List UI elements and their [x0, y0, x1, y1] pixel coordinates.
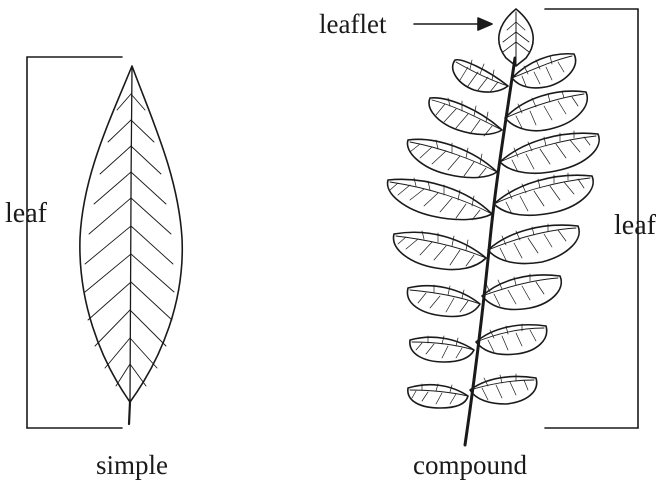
leaflet-left-2 [429, 98, 502, 136]
simple-leaf-bracket [27, 57, 122, 428]
leaflet-left-8 [408, 384, 468, 408]
leaflet-left-6 [407, 285, 480, 317]
right-leaflets [470, 54, 599, 404]
leaflet-left-7 [410, 336, 474, 362]
leaflet-right-8 [470, 374, 537, 404]
leaflet-right-1 [512, 54, 576, 88]
leaflet-arrow [414, 18, 492, 30]
leaflet-right-2 [505, 91, 587, 131]
simple-leaf-petiole [129, 402, 130, 424]
terminal-leaflet [499, 9, 533, 66]
leaflet-left-5 [394, 231, 486, 270]
leaflet-right-5 [488, 224, 579, 264]
simple-leaf-midrib [130, 68, 132, 402]
simple-leaf-label: leaf [5, 200, 47, 228]
simple-leaf-veins [85, 94, 174, 386]
leaflet-left-3 [407, 139, 497, 178]
simple-caption: simple [96, 452, 168, 479]
leaflet-right-6 [482, 274, 561, 310]
compound-caption: compound [413, 452, 527, 479]
leaflet-right-3 [500, 131, 599, 173]
leaflet-left-4 [388, 178, 492, 220]
leaflet-label: leaflet [319, 11, 386, 38]
leaflet-right-7 [476, 324, 547, 355]
compound-leaf-label: leaf [614, 212, 656, 240]
leaflet-right-4 [494, 173, 593, 215]
leaflet-left-1 [453, 60, 508, 92]
simple-leaf [80, 66, 182, 424]
